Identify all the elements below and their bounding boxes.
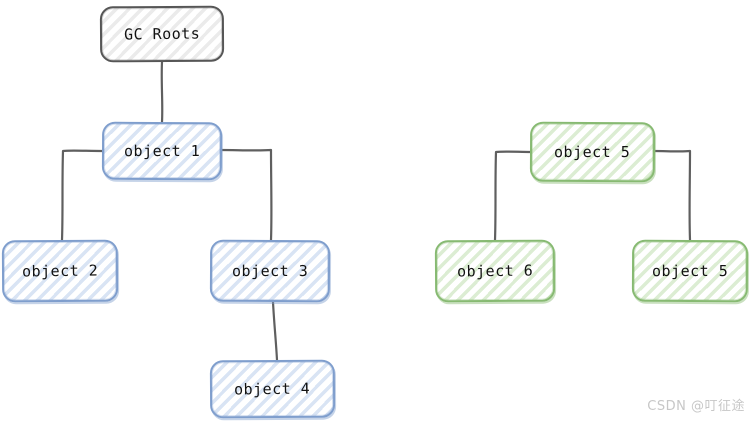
node-object-6-label: object 6 — [456, 261, 534, 281]
node-object-2-label: object 2 — [21, 261, 99, 281]
watermark: CSDN @叮征途 — [647, 399, 745, 414]
node-gc-roots-label: GC Roots — [123, 24, 201, 44]
node-object-2[interactable]: object 2 — [1, 239, 119, 303]
edge-gcroots-object1 — [160, 60, 164, 124]
node-object-3-label: object 3 — [231, 261, 309, 281]
node-object-4-label: object 4 — [234, 379, 311, 399]
node-object-5-bottom-label: object 5 — [651, 261, 729, 281]
node-object-1-label: object 1 — [123, 141, 201, 161]
node-object-4[interactable]: object 4 — [209, 359, 336, 419]
edge-object3-object4 — [271, 300, 279, 362]
edge-object1-object2 — [60, 149, 105, 242]
node-object-5-top-label: object 5 — [554, 142, 631, 162]
edge-object5-object5b — [652, 149, 692, 242]
edge-object5-object6 — [493, 150, 533, 242]
node-object-6[interactable]: object 6 — [434, 239, 556, 303]
node-object-3[interactable]: object 3 — [209, 239, 331, 303]
edge-object1-object3 — [219, 148, 273, 242]
node-gc-roots[interactable]: GC Roots — [99, 5, 225, 63]
node-object-1[interactable]: object 1 — [101, 121, 223, 181]
node-object-5-top[interactable]: object 5 — [529, 121, 656, 183]
node-object-5-bottom[interactable]: object 5 — [631, 239, 749, 303]
